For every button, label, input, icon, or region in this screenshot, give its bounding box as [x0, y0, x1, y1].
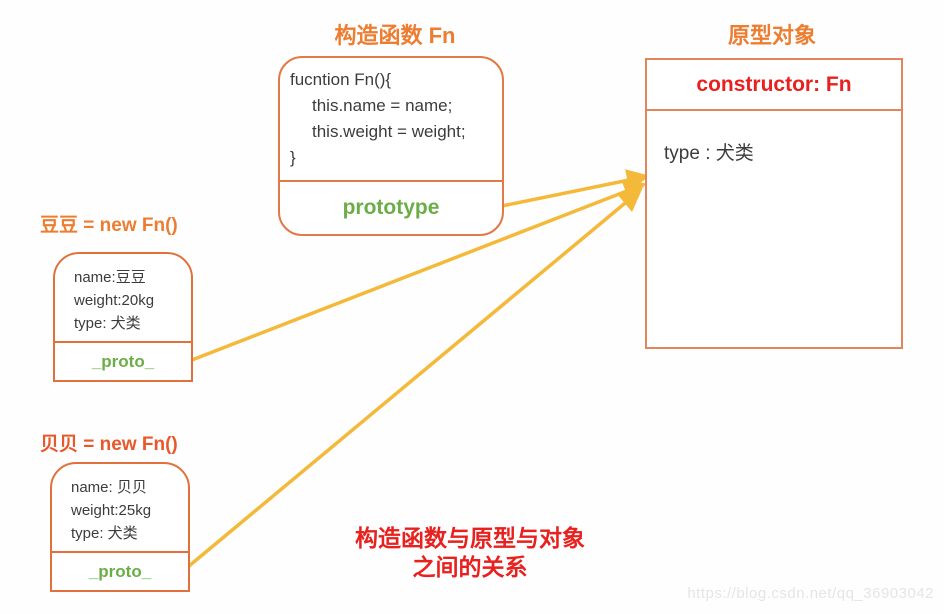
property-type: type: 犬类	[74, 315, 141, 332]
property-type: type: 犬类	[71, 525, 138, 542]
arrow-beibei-proto-to-object	[181, 188, 643, 573]
property-name: name: 贝贝	[71, 479, 147, 496]
prototype-type-property: type : 犬类	[664, 143, 754, 164]
prototype-property-label: prototype	[280, 180, 502, 234]
watermark-url: https://blog.csdn.net/qq_36903042	[687, 585, 934, 602]
instance-doudou-box: name:豆豆 weight:20kg type: 犬类 _proto_	[53, 252, 193, 382]
prototype-object-box: constructor: Fn type : 犬类	[645, 58, 903, 349]
constructor-code: fucntion Fn(){ this.name = name; this.we…	[280, 58, 502, 180]
property-name: name:豆豆	[74, 269, 146, 286]
diagram-caption: 构造函数与原型与对象 之间的关系	[320, 524, 620, 582]
caption-line-1: 构造函数与原型与对象	[355, 525, 585, 551]
code-line: this.weight = weight;	[312, 122, 466, 141]
prototype-section-title: 原型对象	[727, 23, 816, 48]
instance-beibei-properties: name: 贝贝 weight:25kg type: 犬类	[52, 464, 188, 551]
constructor-back-reference-label: constructor: Fn	[647, 60, 901, 111]
instance-doudou-title: 豆豆 = new Fn()	[40, 215, 178, 236]
property-weight: weight:25kg	[71, 502, 152, 519]
constructor-function-box: fucntion Fn(){ this.name = name; this.we…	[278, 56, 504, 236]
property-weight: weight:20kg	[74, 292, 155, 309]
constructor-section-title: 构造函数 Fn	[334, 23, 456, 48]
code-line: fucntion Fn(){	[290, 70, 392, 89]
instance-doudou-properties: name:豆豆 weight:20kg type: 犬类	[55, 254, 191, 341]
code-line: this.name = name;	[312, 96, 453, 115]
instance-beibei-proto-label: _proto_	[52, 551, 188, 590]
caption-line-2: 之间的关系	[412, 554, 528, 580]
arrow-prototype-to-object	[495, 169, 650, 209]
code-line: }	[290, 148, 296, 167]
instance-beibei-box: name: 贝贝 weight:25kg type: 犬类 _proto_	[50, 462, 190, 592]
instance-doudou-proto-label: _proto_	[55, 341, 191, 380]
instance-beibei-title: 贝贝 = new Fn()	[40, 434, 178, 455]
